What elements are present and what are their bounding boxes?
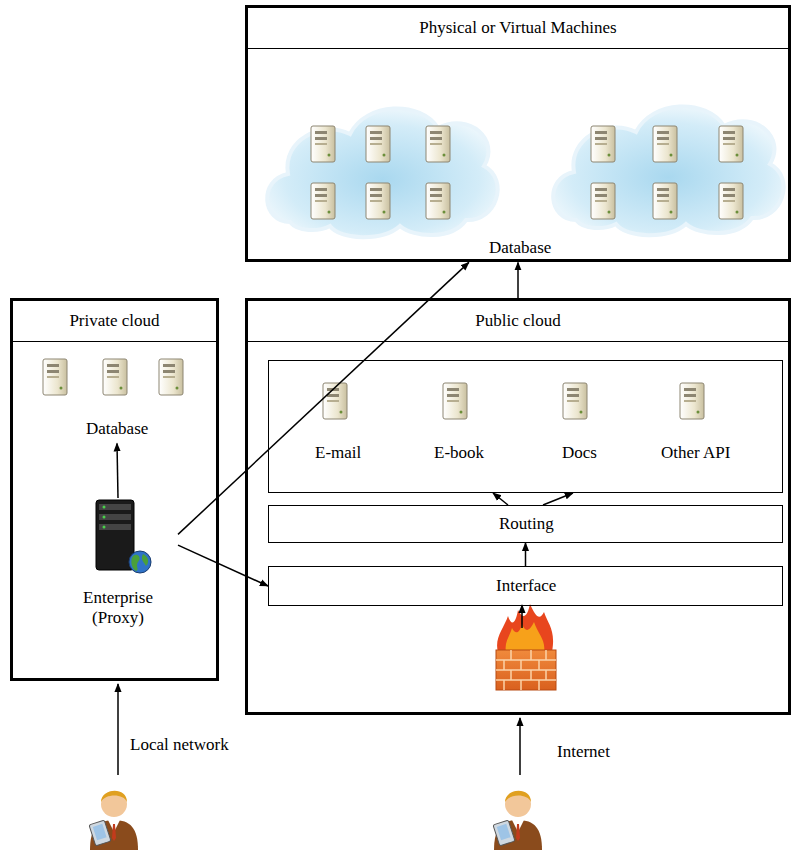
arrow-connector <box>525 543 527 566</box>
panel-heading: Public cloud <box>248 301 788 342</box>
node-label: Other API <box>661 443 730 463</box>
private-cloud-panel: Private cloudDatabaseEnterprise (Proxy) <box>10 298 219 681</box>
panel-heading: Private cloud <box>13 301 216 342</box>
node-label: Enterprise (Proxy) <box>73 588 163 629</box>
panel-heading: Physical or Virtual Machines <box>248 8 788 49</box>
arrow-connector <box>517 262 519 298</box>
arrow-connector <box>178 545 268 586</box>
arrow-connector <box>493 493 508 505</box>
node-label: Interface <box>496 576 556 596</box>
database-node: Database <box>67 418 167 443</box>
arrow-connector <box>543 493 573 505</box>
node-label: E-mail <box>315 443 361 463</box>
interface-box: Interface <box>268 566 783 606</box>
machines-panel: Physical or Virtual MachinesDatabase <box>245 5 791 262</box>
network-label: Internet <box>557 742 610 762</box>
public-cloud-panel: Public cloudE-mail E-book Docs Other API Rou… <box>245 298 791 715</box>
arrow-connector <box>117 443 118 498</box>
network-label: Local network <box>130 735 229 755</box>
routing-box: Routing <box>268 505 783 543</box>
node-label: Database <box>489 238 551 258</box>
arrow-connector <box>178 262 469 534</box>
service-box: E-mail E-book Docs Other API <box>268 360 783 493</box>
proxy-server-node: Enterprise (Proxy) <box>58 498 178 633</box>
node-label: Database <box>86 419 148 439</box>
node-label: Docs <box>562 443 597 463</box>
node-label: Routing <box>499 514 554 534</box>
node-label: E-book <box>434 443 484 463</box>
